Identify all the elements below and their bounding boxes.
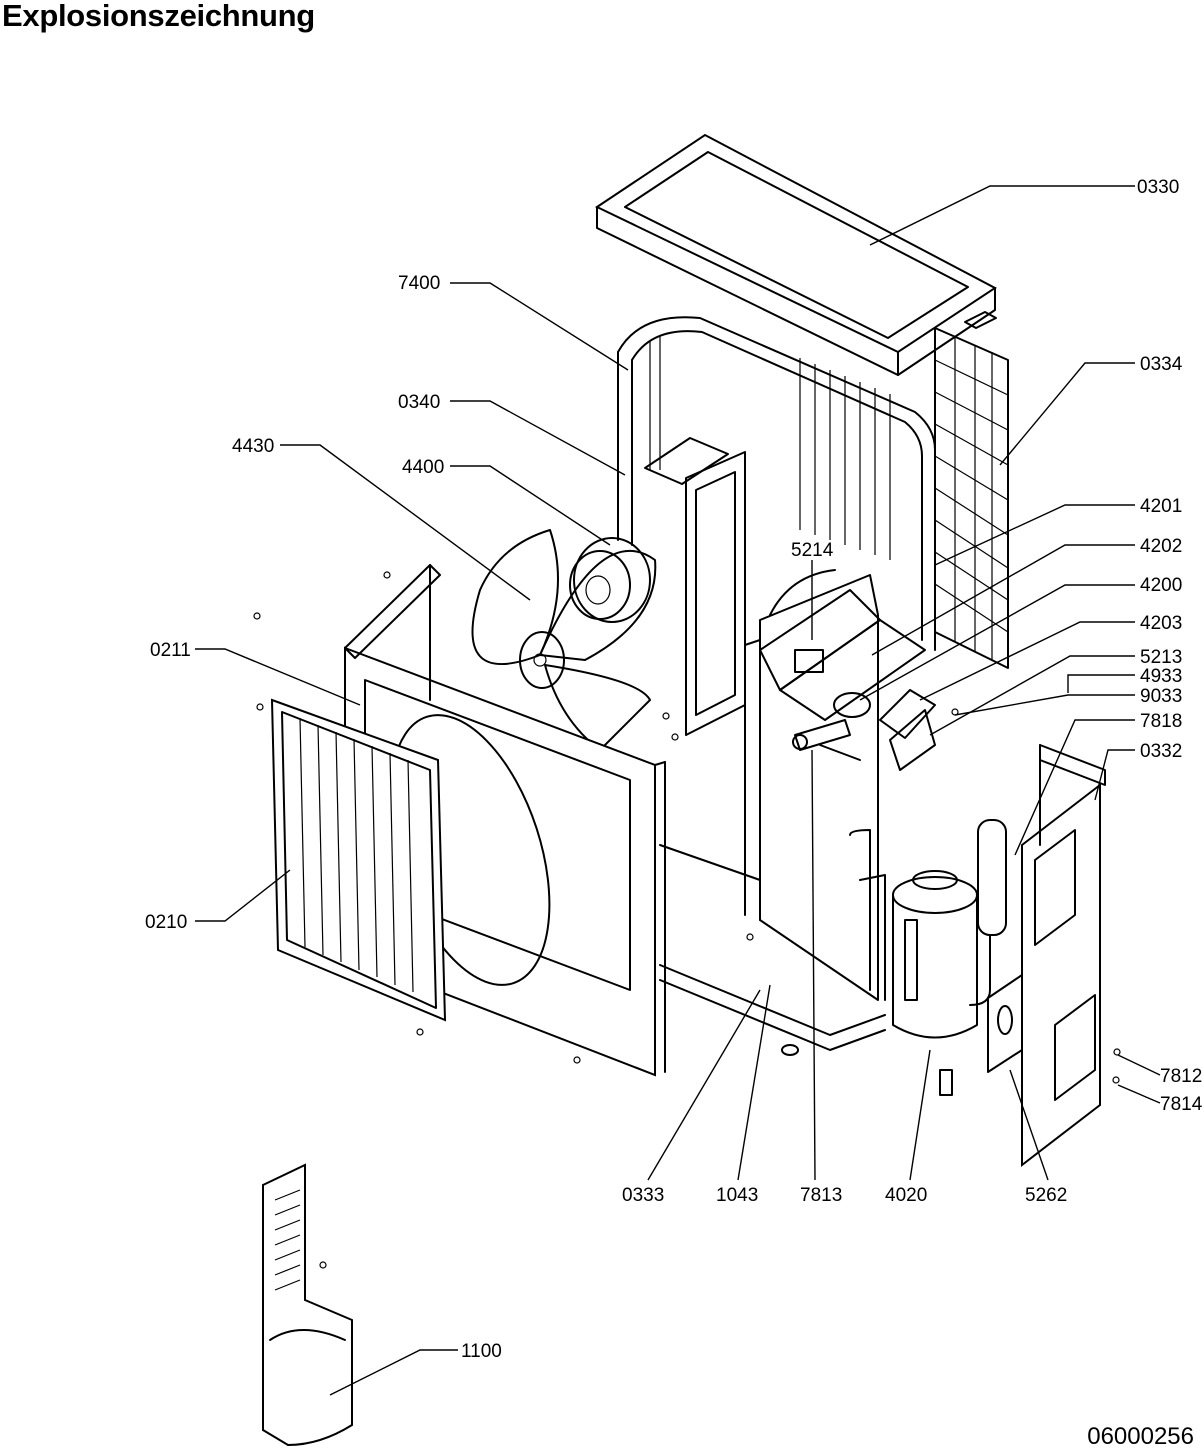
part-label-0333: 0333 bbox=[622, 1185, 664, 1206]
fan-propeller-drawing bbox=[471, 529, 657, 751]
part-label-4200: 4200 bbox=[1140, 575, 1182, 596]
front-grille-drawing bbox=[270, 698, 447, 1022]
compressor-drawing bbox=[849, 829, 978, 1096]
part-label-0332: 0332 bbox=[1140, 741, 1182, 762]
part-label-5213: 5213 bbox=[1140, 647, 1182, 668]
accumulator-drawing bbox=[969, 819, 1007, 1006]
part-label-0210: 0210 bbox=[145, 912, 187, 933]
side-panel-drawing bbox=[1021, 744, 1106, 1168]
part-label-4400: 4400 bbox=[402, 457, 444, 478]
electrical-box-drawing bbox=[759, 589, 936, 771]
fan-motor-drawing bbox=[569, 537, 651, 623]
page-title: Explosionszeichnung bbox=[2, 0, 315, 33]
part-label-5214: 5214 bbox=[791, 540, 834, 561]
part-label-0340: 0340 bbox=[398, 392, 440, 413]
part-label-4933: 4933 bbox=[1140, 666, 1182, 687]
part-label-0211: 0211 bbox=[150, 640, 191, 661]
valve-drawing bbox=[792, 719, 861, 761]
side-cover-drawing bbox=[262, 1163, 353, 1447]
part-label-4020: 4020 bbox=[885, 1185, 927, 1206]
leader-lines bbox=[195, 185, 1161, 1396]
screws-drawing bbox=[253, 571, 1121, 1269]
part-label-7818: 7818 bbox=[1140, 711, 1182, 732]
part-label-1100: 1100 bbox=[461, 1341, 502, 1362]
base-pan-drawing bbox=[659, 844, 886, 1056]
part-label-4430: 4430 bbox=[232, 436, 274, 457]
top-cover-drawing bbox=[594, 133, 997, 376]
drawing-number: 06000256 bbox=[1087, 1423, 1194, 1450]
partition-drawing bbox=[744, 569, 879, 1001]
part-label-5262: 5262 bbox=[1025, 1185, 1067, 1206]
heat-exchanger-drawing bbox=[617, 316, 936, 651]
part-label-1043: 1043 bbox=[716, 1185, 758, 1206]
part-label-7812: 7812 bbox=[1160, 1066, 1202, 1087]
part-label-7814: 7814 bbox=[1160, 1094, 1203, 1115]
part-label-0334: 0334 bbox=[1140, 354, 1183, 375]
part-label-4201: 4201 bbox=[1140, 496, 1182, 517]
part-label-4202: 4202 bbox=[1140, 536, 1182, 557]
part-label-7813: 7813 bbox=[800, 1185, 842, 1206]
fan-bracket-drawing bbox=[644, 437, 746, 736]
part-label-4203: 4203 bbox=[1140, 613, 1182, 634]
part-label-0330: 0330 bbox=[1137, 177, 1179, 198]
part-label-7400: 7400 bbox=[398, 273, 440, 294]
bracket-drawing bbox=[987, 974, 1023, 1073]
part-labels: 0330 7400 0334 0340 4430 4400 4201 4202 … bbox=[145, 177, 1203, 1362]
part-label-9033: 9033 bbox=[1140, 686, 1182, 707]
rear-grid-drawing bbox=[934, 327, 1009, 669]
